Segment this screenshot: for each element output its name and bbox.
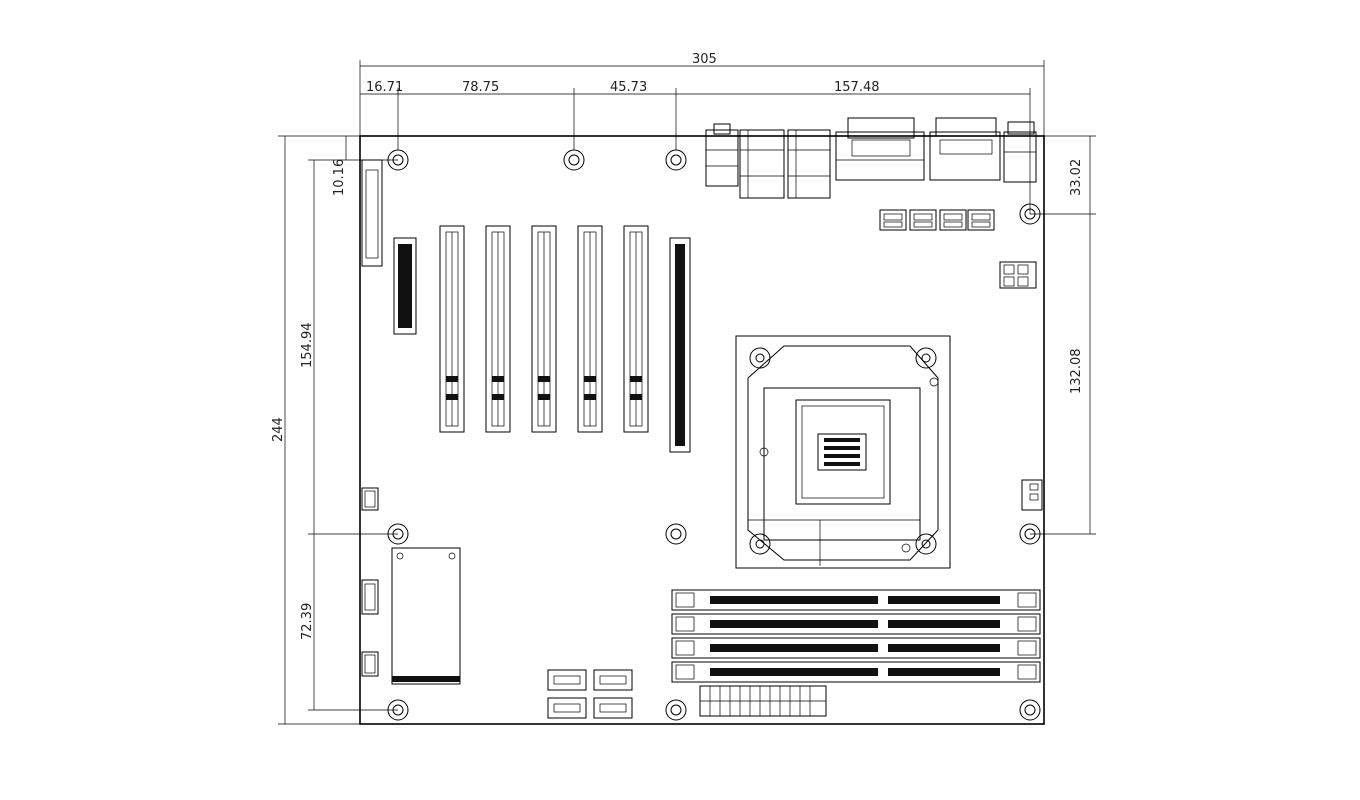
pcie-x16-slot — [669, 237, 691, 453]
sata-connector — [593, 697, 633, 719]
dim-right-mid: 132.08 — [1069, 349, 1084, 395]
pci-slot — [531, 225, 557, 433]
dimm-slot — [671, 589, 1041, 611]
sata-connector — [547, 669, 587, 691]
dim-top-2: 78.75 — [462, 80, 499, 95]
left-small-headers — [361, 487, 379, 677]
pci-slot — [623, 225, 649, 433]
dimension-lines — [278, 60, 1096, 725]
small-black-connector — [393, 237, 417, 335]
mounting-hole — [665, 699, 687, 721]
rear-io — [705, 117, 1037, 199]
pci-slot — [577, 225, 603, 433]
mounting-hole — [665, 523, 687, 545]
mounting-hole — [387, 149, 409, 171]
header-connector — [909, 209, 937, 231]
lan-usb-connector — [739, 129, 785, 199]
sata-connector — [593, 669, 633, 691]
mounting-holes — [387, 149, 1041, 721]
vga-connector — [929, 117, 1001, 181]
header-connector — [939, 209, 967, 231]
header-connector — [361, 651, 379, 677]
header-connector — [361, 487, 379, 511]
audio-connector — [705, 123, 739, 187]
pci-slot — [485, 225, 511, 433]
mounting-hole — [665, 149, 687, 171]
dvi-connector — [835, 117, 925, 181]
mounting-hole — [1019, 523, 1041, 545]
dim-top-1: 16.71 — [366, 80, 403, 95]
mounting-hole — [387, 523, 409, 545]
pci-slots — [439, 225, 691, 453]
sata-connectors — [547, 669, 633, 719]
mounting-hole — [563, 149, 585, 171]
dim-top-3: 45.73 — [610, 80, 647, 95]
fan-headers-top — [879, 209, 995, 231]
board-outline — [359, 135, 1045, 725]
dim-top-4: 157.48 — [834, 80, 880, 95]
atx-12v-connector — [999, 261, 1037, 289]
header-connector — [879, 209, 907, 231]
dim-overall-width: 305 — [692, 52, 717, 67]
mini-pcie-card — [391, 547, 461, 685]
mounting-hole — [1019, 203, 1041, 225]
sata-connector — [547, 697, 587, 719]
atx-power-connector — [699, 685, 827, 717]
dim-overall-height: 244 — [271, 417, 286, 442]
dimm-slot — [671, 613, 1041, 635]
cpu-socket — [735, 335, 951, 569]
dim-right-top: 33.02 — [1069, 159, 1084, 196]
lan-usb-connector — [787, 129, 831, 199]
pci-slot — [439, 225, 465, 433]
dim-left-top-small: 10.16 — [332, 159, 347, 196]
mounting-hole — [387, 699, 409, 721]
usb-connector — [1003, 121, 1037, 183]
small-right-header — [1021, 479, 1043, 511]
mounting-hole — [1019, 699, 1041, 721]
dimm-slot — [671, 637, 1041, 659]
header-connector — [967, 209, 995, 231]
left-pin-header — [361, 159, 383, 267]
header-connector — [361, 579, 379, 615]
dimm-slot — [671, 661, 1041, 683]
dim-left-bottom: 72.39 — [300, 603, 315, 640]
dim-left-mid: 154.94 — [300, 323, 315, 369]
dimm-slots — [671, 589, 1041, 683]
